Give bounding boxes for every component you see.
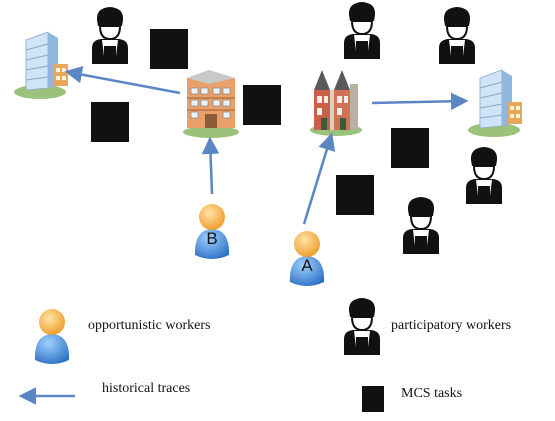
participatory-worker-icon	[91, 6, 129, 65]
mcs-task	[391, 128, 429, 168]
trace-arrow-a-to-townhouse	[302, 132, 336, 225]
legend-traces-label: historical traces	[102, 381, 191, 396]
townhouse-building	[310, 70, 362, 136]
trace-arrow-townhouse-to-tower	[371, 92, 469, 111]
participatory-worker-icon	[438, 6, 476, 65]
legend-opportunistic-label: opportunistic workers	[88, 318, 211, 333]
office-tower-left	[13, 31, 69, 100]
mcs-task	[150, 29, 188, 69]
mcs-task	[91, 102, 129, 142]
worker-label-b: B	[206, 229, 217, 248]
legend-task-icon	[362, 386, 384, 412]
opportunistic-worker-b: B	[194, 204, 230, 259]
legend-participatory-icon	[343, 297, 381, 356]
participatory-worker-icon	[465, 146, 503, 205]
participatory-worker-icon	[402, 196, 440, 255]
legend-tasks-label: MCS tasks	[401, 386, 463, 401]
apartment-building	[183, 70, 239, 138]
opportunistic-worker-a: A	[289, 231, 325, 286]
mcs-task	[336, 175, 374, 215]
mcs-task	[243, 85, 281, 125]
worker-label-a: A	[301, 256, 313, 275]
participatory-worker-icon	[343, 1, 381, 60]
legend-opportunistic-icon	[34, 309, 70, 364]
office-tower-right	[467, 69, 523, 138]
trace-arrow-b-to-apartment	[201, 136, 220, 195]
trace-arrow-apartment-to-tower	[64, 65, 181, 95]
legend-participatory-label: participatory workers	[391, 318, 512, 333]
